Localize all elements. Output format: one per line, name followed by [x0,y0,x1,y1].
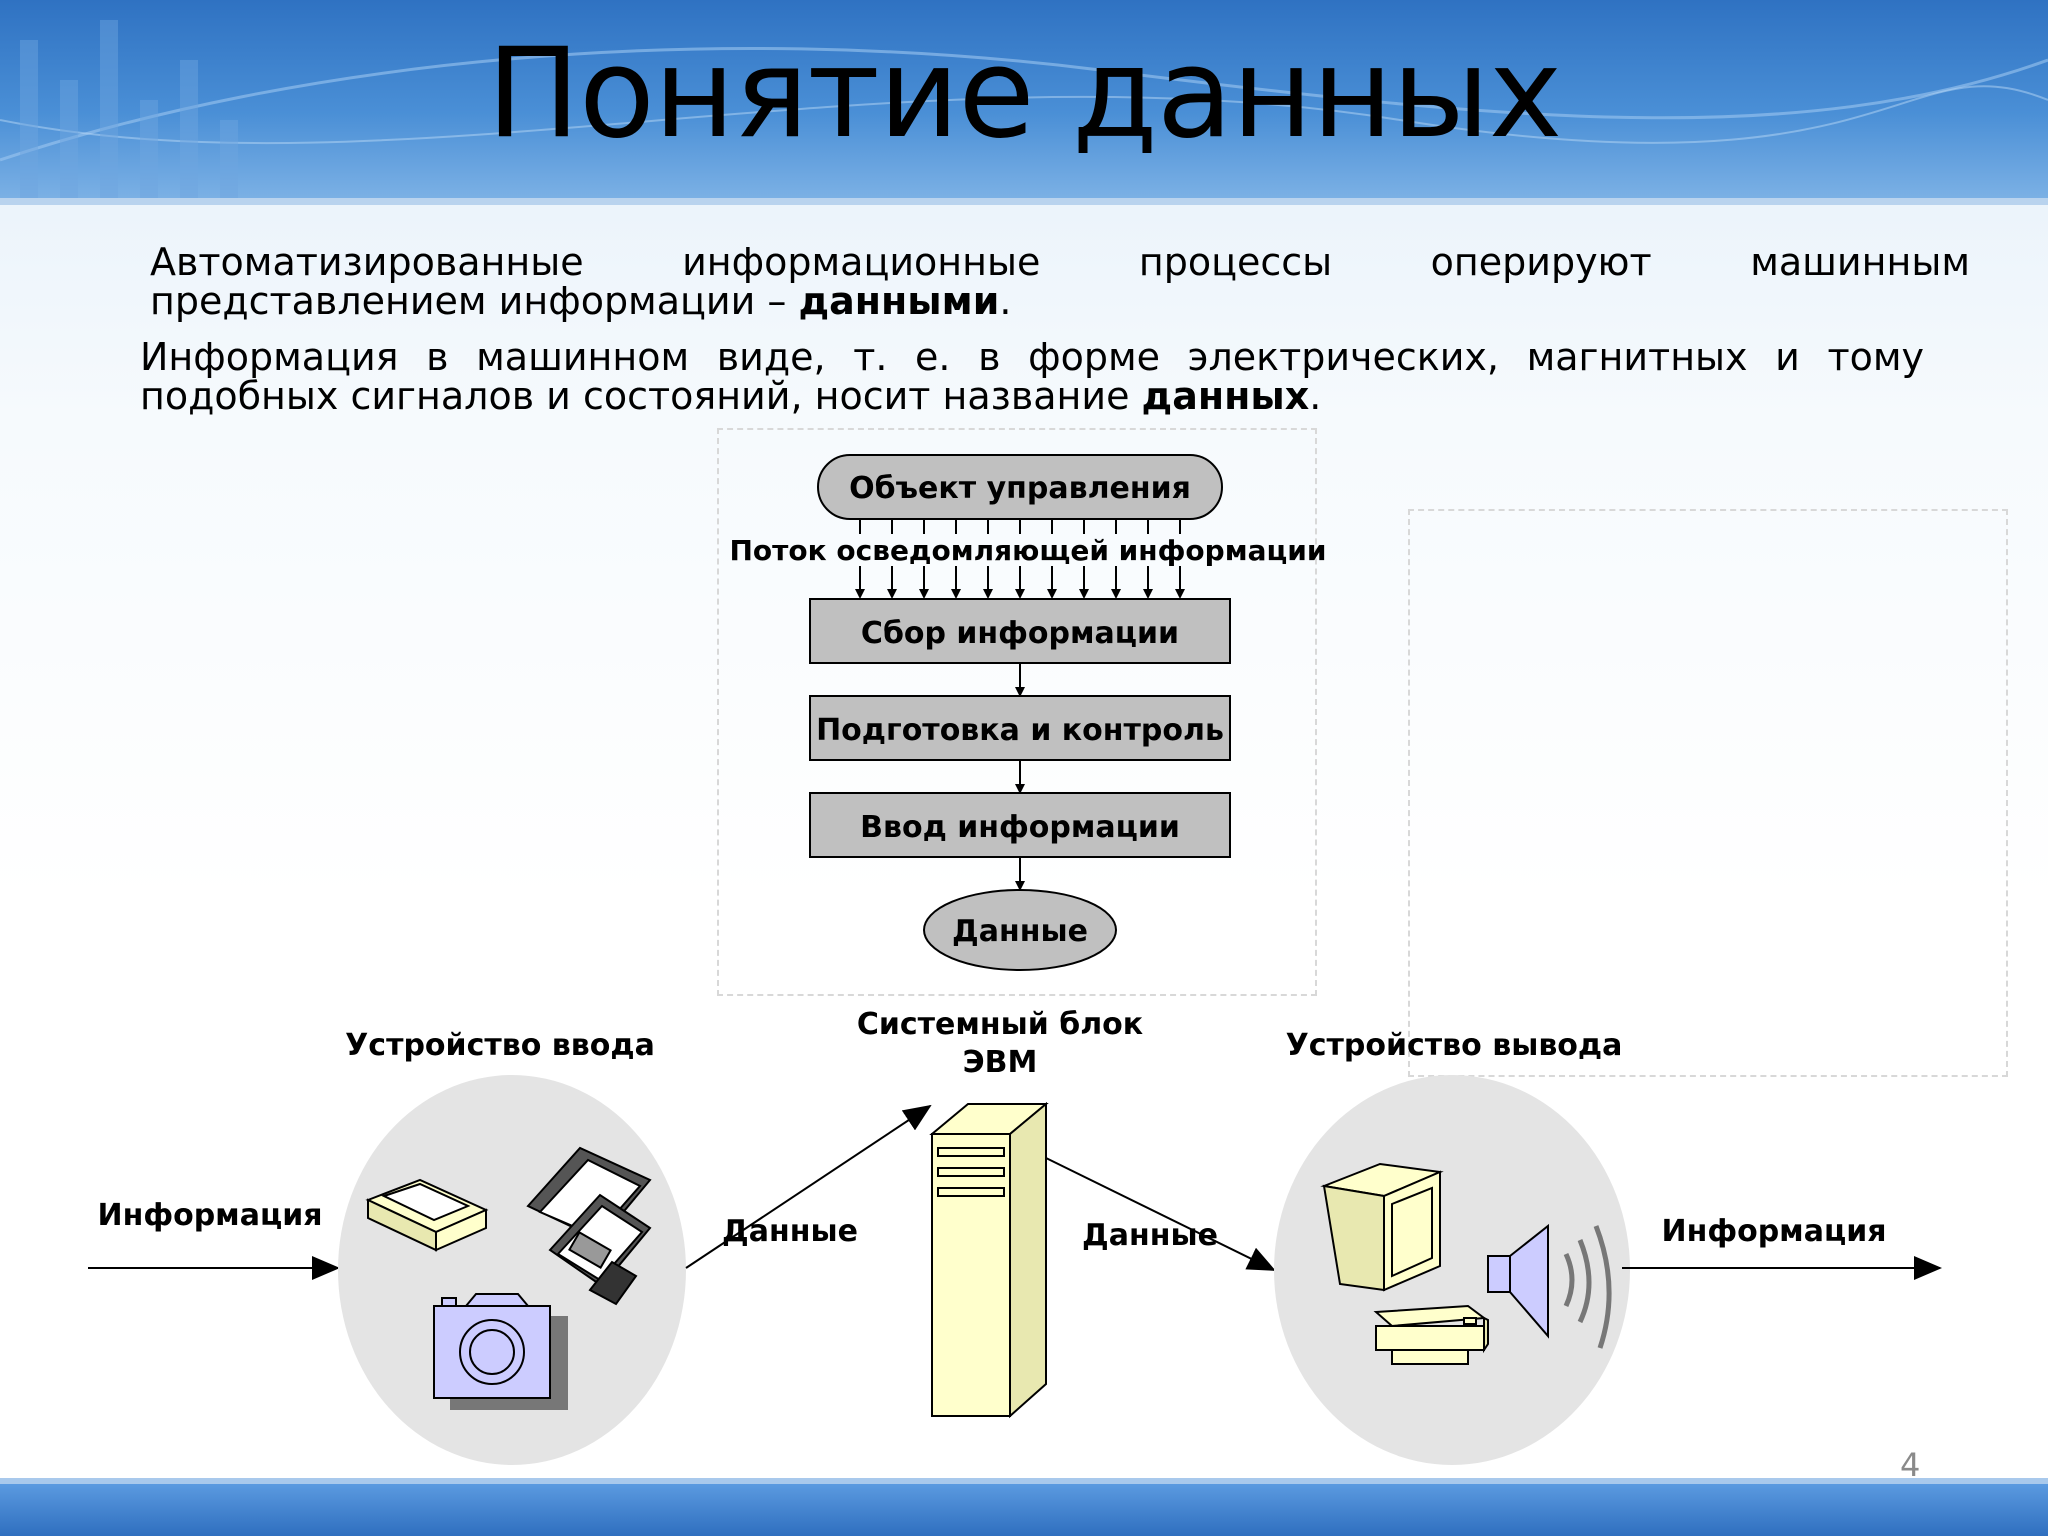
system-unit-label-line2: ЭВМ [962,1045,1038,1080]
flowchart-frame [717,428,1317,996]
system-unit-label: Системный блок ЭВМ [820,1006,1180,1082]
data-ellipse-label: Данные [952,914,1088,949]
camera-icon [433,1293,568,1410]
slide-header: Понятие данных [0,0,2048,205]
data-right-label: Данные [1082,1218,1218,1253]
output-device-label: Устройство вывода [1285,1028,1623,1063]
monitor-icon [1320,1162,1444,1292]
empty-placeholder-frame [1408,509,2008,1077]
paragraph-1-end: . [999,279,1012,323]
header-divider [0,198,2048,205]
data-arrow-to-system-unit [685,1104,932,1269]
step-label-prepare: Подготовка и контроль [816,713,1224,748]
data-ellipse [923,889,1117,971]
step-box-collect [809,598,1231,664]
step-label-collect: Сбор информации [861,616,1179,651]
footer-divider [0,1478,2048,1484]
input-device-label: Устройство ввода [345,1028,655,1063]
input-info-label: Информация [97,1198,323,1233]
paragraph-2-end: . [1309,374,1322,418]
scanner-icon [365,1178,489,1252]
step-box-input [809,792,1231,858]
data-left-label: Данные [722,1214,858,1249]
floppy-disks-icon [526,1146,652,1306]
paragraph-2: Информация в машинном виде, т. е. в форм… [140,338,1924,416]
paragraph-1-bold: данными [798,279,1000,323]
slide-footer [0,1484,2048,1536]
flow-label: Поток осведомляющей информации [730,534,1327,567]
page-title: Понятие данных [486,22,1562,166]
paragraph-2-bold: данных [1141,374,1310,418]
paragraph-2-text: Информация в машинном виде, т. е. в форм… [140,335,1924,418]
header-decoration [0,20,2048,205]
printer-icon [1373,1304,1489,1365]
system-unit-label-line1: Системный блок [856,1007,1144,1042]
output-device-circle [1274,1075,1630,1465]
object-label: Объект управления [849,471,1191,506]
paragraph-1-text: Автоматизированные информационные процес… [150,240,1970,323]
output-info-label: Информация [1661,1214,1887,1249]
speaker-icon [1487,1223,1612,1349]
data-arrow-to-output-device [1045,1157,1276,1271]
info-flow-arrows [855,519,1185,599]
page-number: 4 [1900,1446,1921,1484]
step-label-input: Ввод информации [860,810,1180,845]
paragraph-1: Автоматизированные информационные процес… [150,243,1970,321]
system-unit-icon [929,1101,1049,1419]
